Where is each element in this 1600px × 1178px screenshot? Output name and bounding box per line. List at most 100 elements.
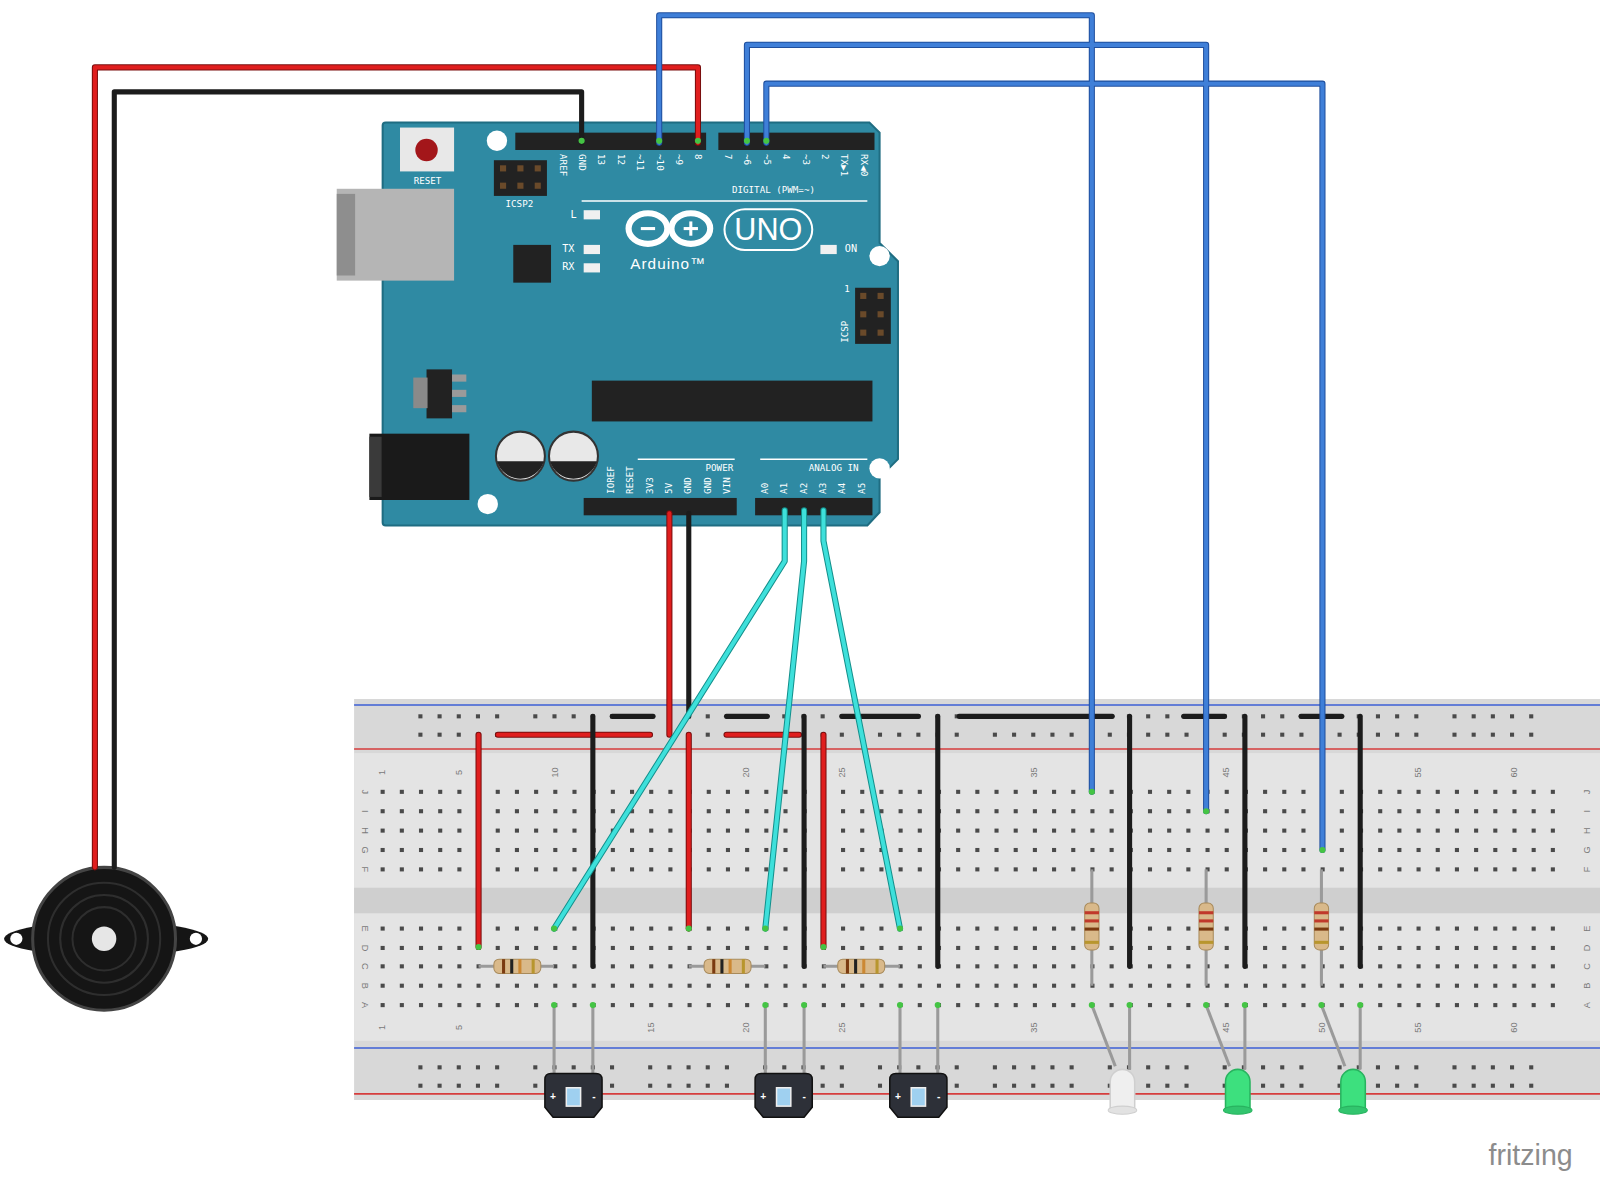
breadboard-hole	[1378, 946, 1382, 950]
breadboard-hole	[515, 1003, 519, 1007]
breadboard-hole	[1493, 946, 1497, 950]
breadboard-hole	[1167, 848, 1171, 852]
breadboard-hole	[764, 867, 768, 871]
breadboard-hole	[668, 848, 672, 852]
breadboard-hole	[1397, 946, 1401, 950]
breadboard-hole	[1052, 790, 1056, 794]
breadboard-hole	[918, 946, 922, 950]
breadboard-hole	[956, 790, 960, 794]
breadboard-hole	[1397, 867, 1401, 871]
pin-label: 5V	[665, 483, 674, 494]
breadboard-hole	[706, 714, 710, 718]
breadboard-hole	[1263, 964, 1267, 968]
row-letter: D	[360, 945, 369, 952]
column-number: 35	[1030, 1022, 1039, 1032]
breadboard-hole	[783, 927, 787, 931]
column-number: 10	[551, 767, 560, 777]
breadboard-hole	[994, 809, 998, 813]
breadboard-hole	[1474, 984, 1478, 988]
breadboard-hole	[1186, 984, 1190, 988]
breadboard-hole	[1414, 733, 1418, 737]
breadboard-hole	[860, 927, 864, 931]
breadboard-hole	[1282, 964, 1286, 968]
breadboard-hole	[1052, 1003, 1056, 1007]
breadboard-hole	[1129, 984, 1133, 988]
breadboard-hole	[956, 927, 960, 931]
breadboard-hole	[1299, 1084, 1303, 1088]
breadboard-hole	[1532, 809, 1536, 813]
breadboard-hole	[1493, 829, 1497, 833]
breadboard-hole	[457, 964, 461, 968]
breadboard-hole	[668, 829, 672, 833]
breadboard-hole	[1301, 809, 1305, 813]
breadboard-hole	[496, 1003, 500, 1007]
breadboard-hole	[1414, 714, 1418, 718]
breadboard-hole	[726, 946, 730, 950]
breadboard-hole	[400, 927, 404, 931]
breadboard-hole	[419, 867, 423, 871]
breadboard-hole	[1417, 790, 1421, 794]
breadboard-hole	[630, 1003, 634, 1007]
breadboard-hole	[1071, 964, 1075, 968]
breadboard-hole	[1110, 867, 1114, 871]
breadboard-hole	[707, 927, 711, 931]
breadboard-hole	[1532, 946, 1536, 950]
breadboard-hole	[1455, 848, 1459, 852]
breadboard-hole	[457, 829, 461, 833]
breadboard-hole	[975, 1003, 979, 1007]
breadboard-hole	[1071, 809, 1075, 813]
breadboard-hole	[975, 867, 979, 871]
breadboard-hole	[572, 867, 576, 871]
pin-label: IOREF	[607, 466, 616, 494]
breadboard-hole	[1167, 809, 1171, 813]
breadboard-hole	[1167, 964, 1171, 968]
breadboard-hole	[706, 733, 710, 737]
breadboard-hole	[419, 984, 423, 988]
breadboard-hole	[400, 984, 404, 988]
breadboard-hole	[572, 1065, 576, 1069]
breadboard-hole	[764, 809, 768, 813]
breadboard-hole	[1014, 809, 1018, 813]
breadboard-hole	[1378, 809, 1382, 813]
pin-label: ~10	[655, 154, 664, 171]
breadboard-hole	[1340, 790, 1344, 794]
row-letter: D	[1583, 945, 1592, 952]
breadboard-hole	[400, 809, 404, 813]
breadboard-hole	[1474, 848, 1478, 852]
breadboard-hole	[1395, 733, 1399, 737]
breadboard-hole	[841, 848, 845, 852]
breadboard-hole	[1417, 867, 1421, 871]
breadboard-hole	[1452, 714, 1456, 718]
column-number: 15	[647, 1022, 656, 1032]
breadboard-hole	[1280, 1065, 1284, 1069]
column-number: 55	[1414, 1022, 1423, 1032]
breadboard-hole	[1512, 848, 1516, 852]
breadboard-hole	[860, 848, 864, 852]
breadboard-hole	[879, 867, 883, 871]
breadboard-hole	[457, 848, 461, 852]
breadboard-hole	[419, 790, 423, 794]
breadboard-hole	[1014, 1003, 1018, 1007]
breadboard-hole	[1263, 984, 1267, 988]
breadboard-hole	[496, 867, 500, 871]
breadboard-hole	[1148, 848, 1152, 852]
pin-label: 8	[693, 154, 702, 160]
column-number: 55	[1414, 767, 1423, 777]
breadboard-hole	[438, 984, 442, 988]
breadboard-hole	[956, 946, 960, 950]
breadboard-hole	[1014, 829, 1018, 833]
arduino-board	[337, 122, 898, 525]
breadboard-hole	[1110, 809, 1114, 813]
polarity-mark: +	[550, 1092, 556, 1102]
breadboard-hole	[1417, 984, 1421, 988]
breadboard-hole	[1282, 867, 1286, 871]
breadboard-hole	[534, 790, 538, 794]
breadboard-hole	[687, 1084, 691, 1088]
breadboard-hole	[1184, 1084, 1188, 1088]
breadboard-hole	[707, 848, 711, 852]
breadboard-hole	[1493, 964, 1497, 968]
breadboard-hole	[1033, 984, 1037, 988]
breadboard-hole	[1493, 927, 1497, 931]
column-number: 45	[1222, 1022, 1231, 1032]
breadboard-hole	[534, 829, 538, 833]
